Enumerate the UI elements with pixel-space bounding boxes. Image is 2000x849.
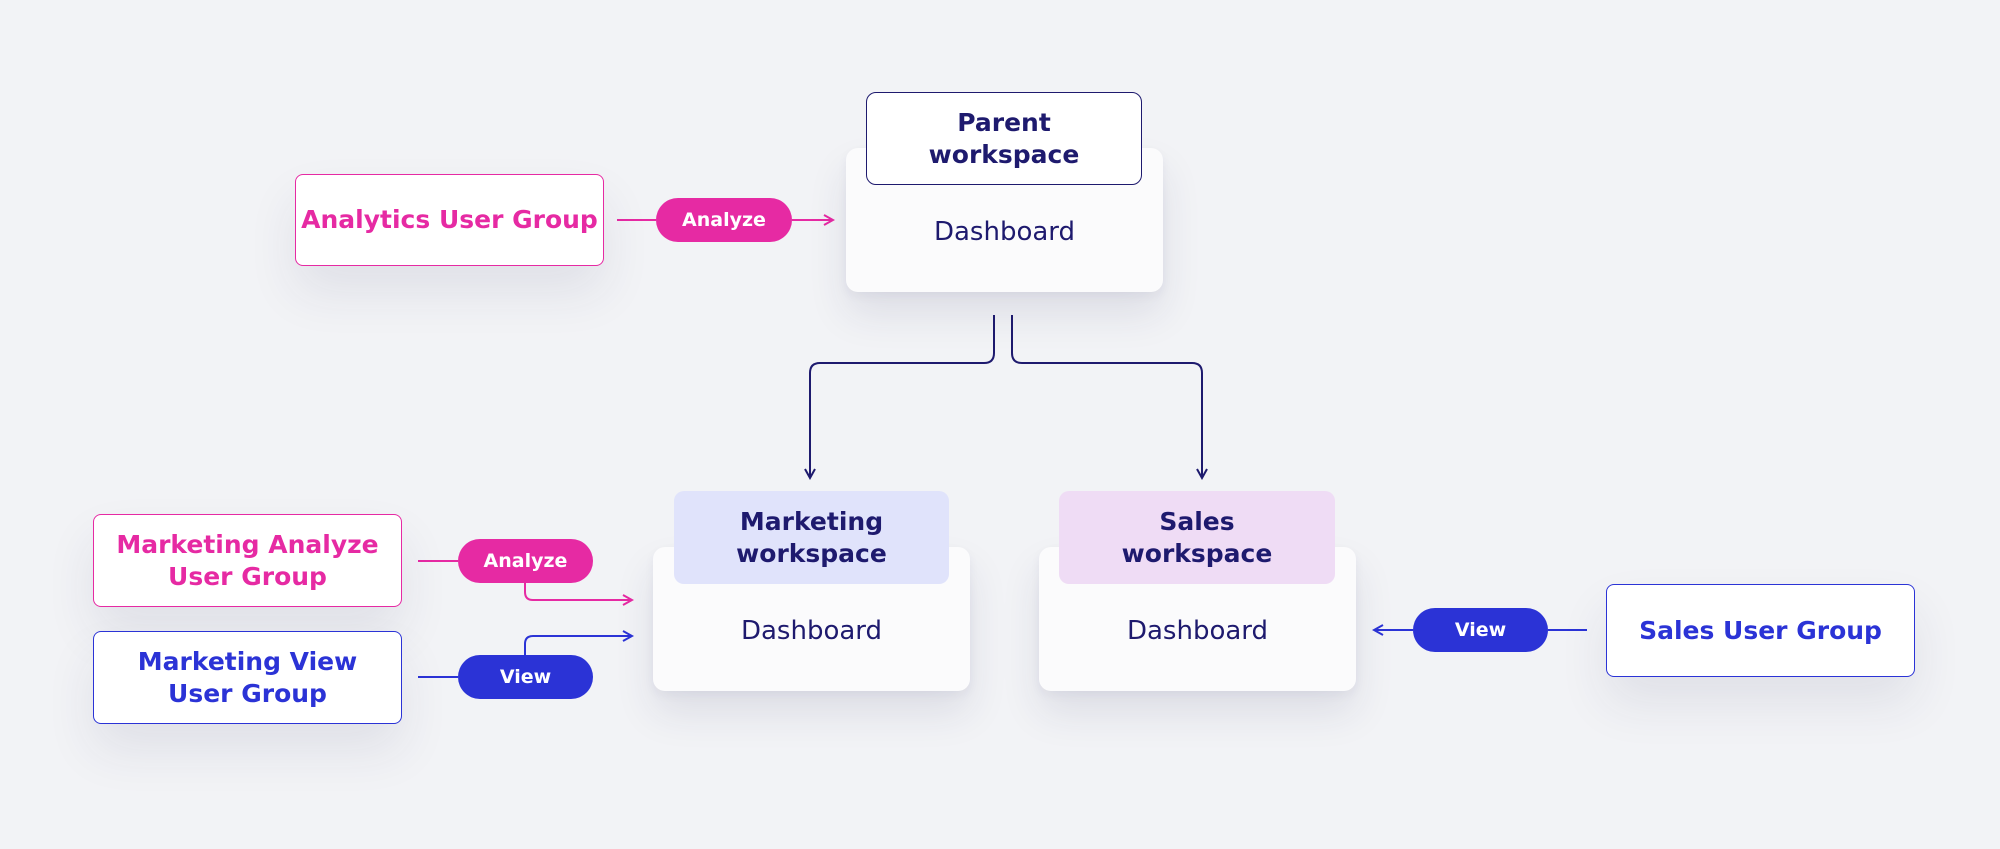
parent-workspace-header: Parent workspace <box>866 92 1142 185</box>
analytics-user-group: Analytics User Group <box>295 174 604 266</box>
arrow-parent-to-sales <box>1011 315 1202 478</box>
parent-dashboard-label: Dashboard <box>933 217 1076 247</box>
sales-workspace-header: Sales workspace <box>1059 491 1335 584</box>
arrow-marketing-view-to-marketing <box>524 636 632 655</box>
marketing-workspace-header: Marketing workspace <box>674 491 949 584</box>
sales-dashboard-label: Dashboard <box>1126 616 1269 646</box>
marketing-view-user-group: Marketing View User Group <box>93 631 402 724</box>
sales-view-pill: View <box>1413 608 1548 652</box>
marketing-view-pill: View <box>458 655 593 699</box>
arrow-parent-to-marketing <box>810 315 995 478</box>
marketing-analyze-user-group: Marketing Analyze User Group <box>93 514 402 607</box>
marketing-analyze-pill: Analyze <box>458 539 593 583</box>
marketing-dashboard-label: Dashboard <box>740 616 883 646</box>
sales-user-group: Sales User Group <box>1606 584 1915 677</box>
analytics-analyze-pill: Analyze <box>656 198 792 242</box>
arrow-marketing-analyze-to-marketing <box>524 583 632 600</box>
